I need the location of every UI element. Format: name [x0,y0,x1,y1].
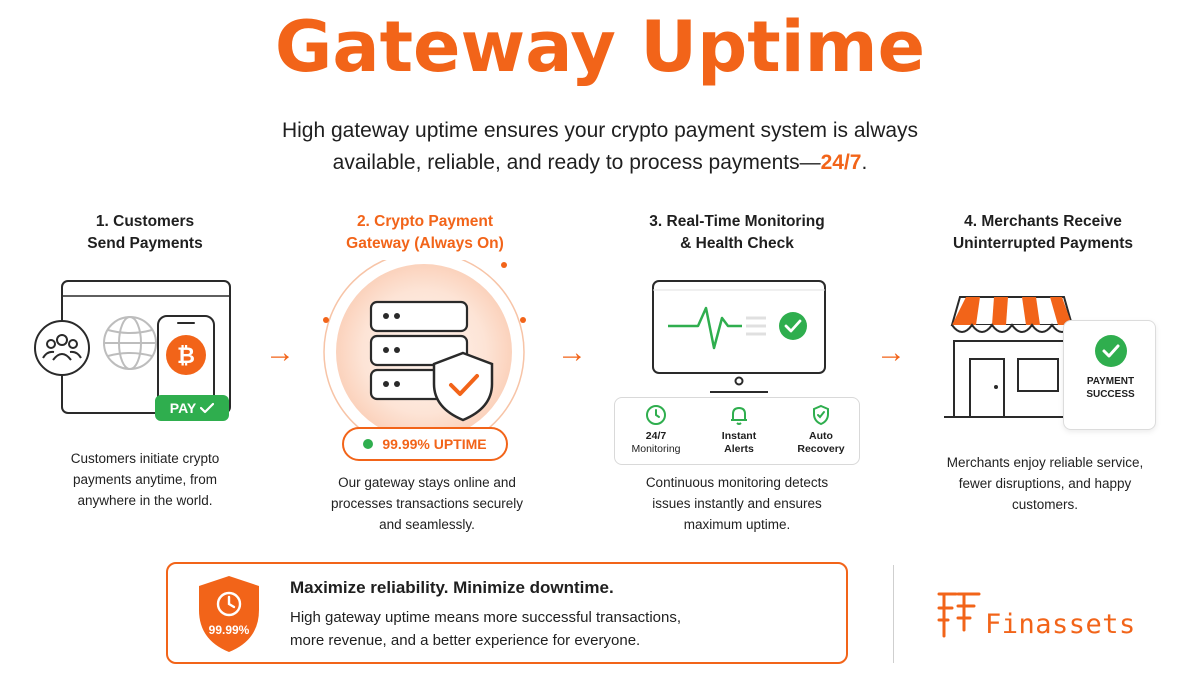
shield-check-small-icon [813,404,829,426]
clock-icon [646,405,666,425]
feature-monitoring: 24/7 Monitoring [618,404,694,456]
step-4-title-line-2: Uninterrupted Payments [952,235,1133,252]
monitoring-features-panel: 24/7 Monitoring Instant Alerts Auto Reco… [614,397,860,465]
flow-arrow-1: → [265,336,295,369]
divider [893,565,894,663]
reliability-banner: 99.99% Maximize reliability. Minimize do… [166,562,848,664]
flow-arrow-3: → [876,336,906,369]
banner-headline: Maximize reliability. Minimize downtime. [290,578,614,597]
step-1-title: 1. Customers Send Payments [25,211,265,255]
uptime-badge-label: 99.99% UPTIME [382,436,487,452]
feature-alerts: Instant Alerts [701,404,777,456]
step-4-description: Merchants enjoy reliable service, fewer … [920,452,1170,515]
step-3-title-line-1: 3. Real-Time Monitoring [649,213,825,230]
uptime-shield-icon: 99.99% [199,576,259,652]
customers-group-icon [34,320,90,376]
step-3-title: 3. Real-Time Monitoring & Health Check [617,211,857,255]
payment-card-line-1: PAYMENT [1086,376,1135,387]
step-1-title-line-1: 1. Customers [95,213,195,230]
step-1-desc-line-3: anywhere in the world. [77,493,213,508]
pay-label: PAY [169,400,197,416]
feature-2-sub: Alerts [724,443,754,455]
step-4-title: 4. Merchants Receive Uninterrupted Payme… [923,211,1163,255]
shield-percentage: 99.99% [209,623,250,637]
step-4-desc-line-2: fewer disruptions, and happy [958,476,1132,491]
success-check-icon [1095,335,1127,367]
step-4-desc-line-3: customers. [1011,497,1079,512]
flow-arrow-2: → [557,336,587,369]
step-4-title-line-1: 4. Merchants Receive [964,213,1122,230]
step-2-desc-line-3: and seamlessly. [379,517,475,532]
window-icon [1017,358,1059,392]
step-4-desc-line-1: Merchants enjoy reliable service, [946,455,1144,470]
bitcoin-icon [166,335,206,375]
uptime-badge: 99.99% UPTIME [342,427,508,461]
payment-card-line-2: SUCCESS [1086,389,1135,400]
door-icon [969,358,1005,418]
step-1-desc-line-2: payments anytime, from [72,472,218,487]
step-2-title-line-2: Gateway (Always On) [346,235,504,252]
customer-payment-illustration: ₿ [34,280,231,414]
banner-text: High gateway uptime means more successfu… [290,606,830,652]
subtitle-highlight: 24/7 [820,151,862,174]
subtitle-end: . [861,151,868,174]
shield-check-icon [432,351,494,422]
step-2-desc-line-2: processes transactions securely [330,496,524,511]
step-2-title: 2. Crypto Payment Gateway (Always On) [305,211,545,255]
banner-line-2: more revenue, and a better experience fo… [290,632,641,649]
pay-button[interactable]: PAY [155,395,229,421]
feature-3-sub: Recovery [797,443,845,455]
page-subtitle: High gateway uptime ensures your crypto … [150,115,1050,179]
feature-1-title: 24/7 [645,430,667,442]
step-3-description: Continuous monitoring detects issues ins… [612,472,862,535]
storefront-illustration [944,296,1079,418]
step-3-desc-line-1: Continuous monitoring detects [645,475,829,490]
step-1-desc-line-1: Customers initiate crypto [70,451,220,466]
feature-1-sub: Monitoring [631,443,681,455]
step-3-desc-line-3: maximum uptime. [683,517,791,532]
heartbeat-icon [668,306,742,350]
page-title: Gateway Uptime [274,6,926,88]
feature-recovery: Auto Recovery [783,404,859,456]
feature-2-title: Instant [721,430,757,442]
step-2-description: Our gateway stays online and processes t… [302,472,552,535]
payment-success-card: PAYMENT SUCCESS [1063,320,1156,430]
bell-icon [731,407,747,425]
step-2-title-line-1: 2. Crypto Payment [356,213,494,230]
globe-icon [103,316,157,370]
gateway-server-illustration [323,260,526,440]
store-icon [944,296,1079,418]
step-1-title-line-2: Send Payments [87,235,203,252]
status-dot [363,439,374,449]
step-3-desc-line-2: issues instantly and ensures [652,496,822,511]
check-icon [200,402,215,414]
brand-name: Finassets [985,609,1136,640]
step-1-description: Customers initiate crypto payments anyti… [20,448,270,511]
subtitle-line-1: High gateway uptime ensures your crypto … [281,119,919,142]
outer-ring [323,260,525,440]
subtitle-line-2: available, reliable, and ready to proces… [332,151,821,174]
bitcoin-symbol: ₿ [177,344,195,369]
status-check-icon [779,312,807,340]
step-3-title-line-2: & Health Check [680,235,794,252]
finassets-logo-icon [937,592,981,638]
monitor-illustration [652,280,826,393]
feature-3-title: Auto [809,430,833,442]
banner-line-1: High gateway uptime means more successfu… [290,609,682,626]
payment-success-text: PAYMENT SUCCESS [1064,375,1157,401]
step-2-desc-line-1: Our gateway stays online and [338,475,516,490]
